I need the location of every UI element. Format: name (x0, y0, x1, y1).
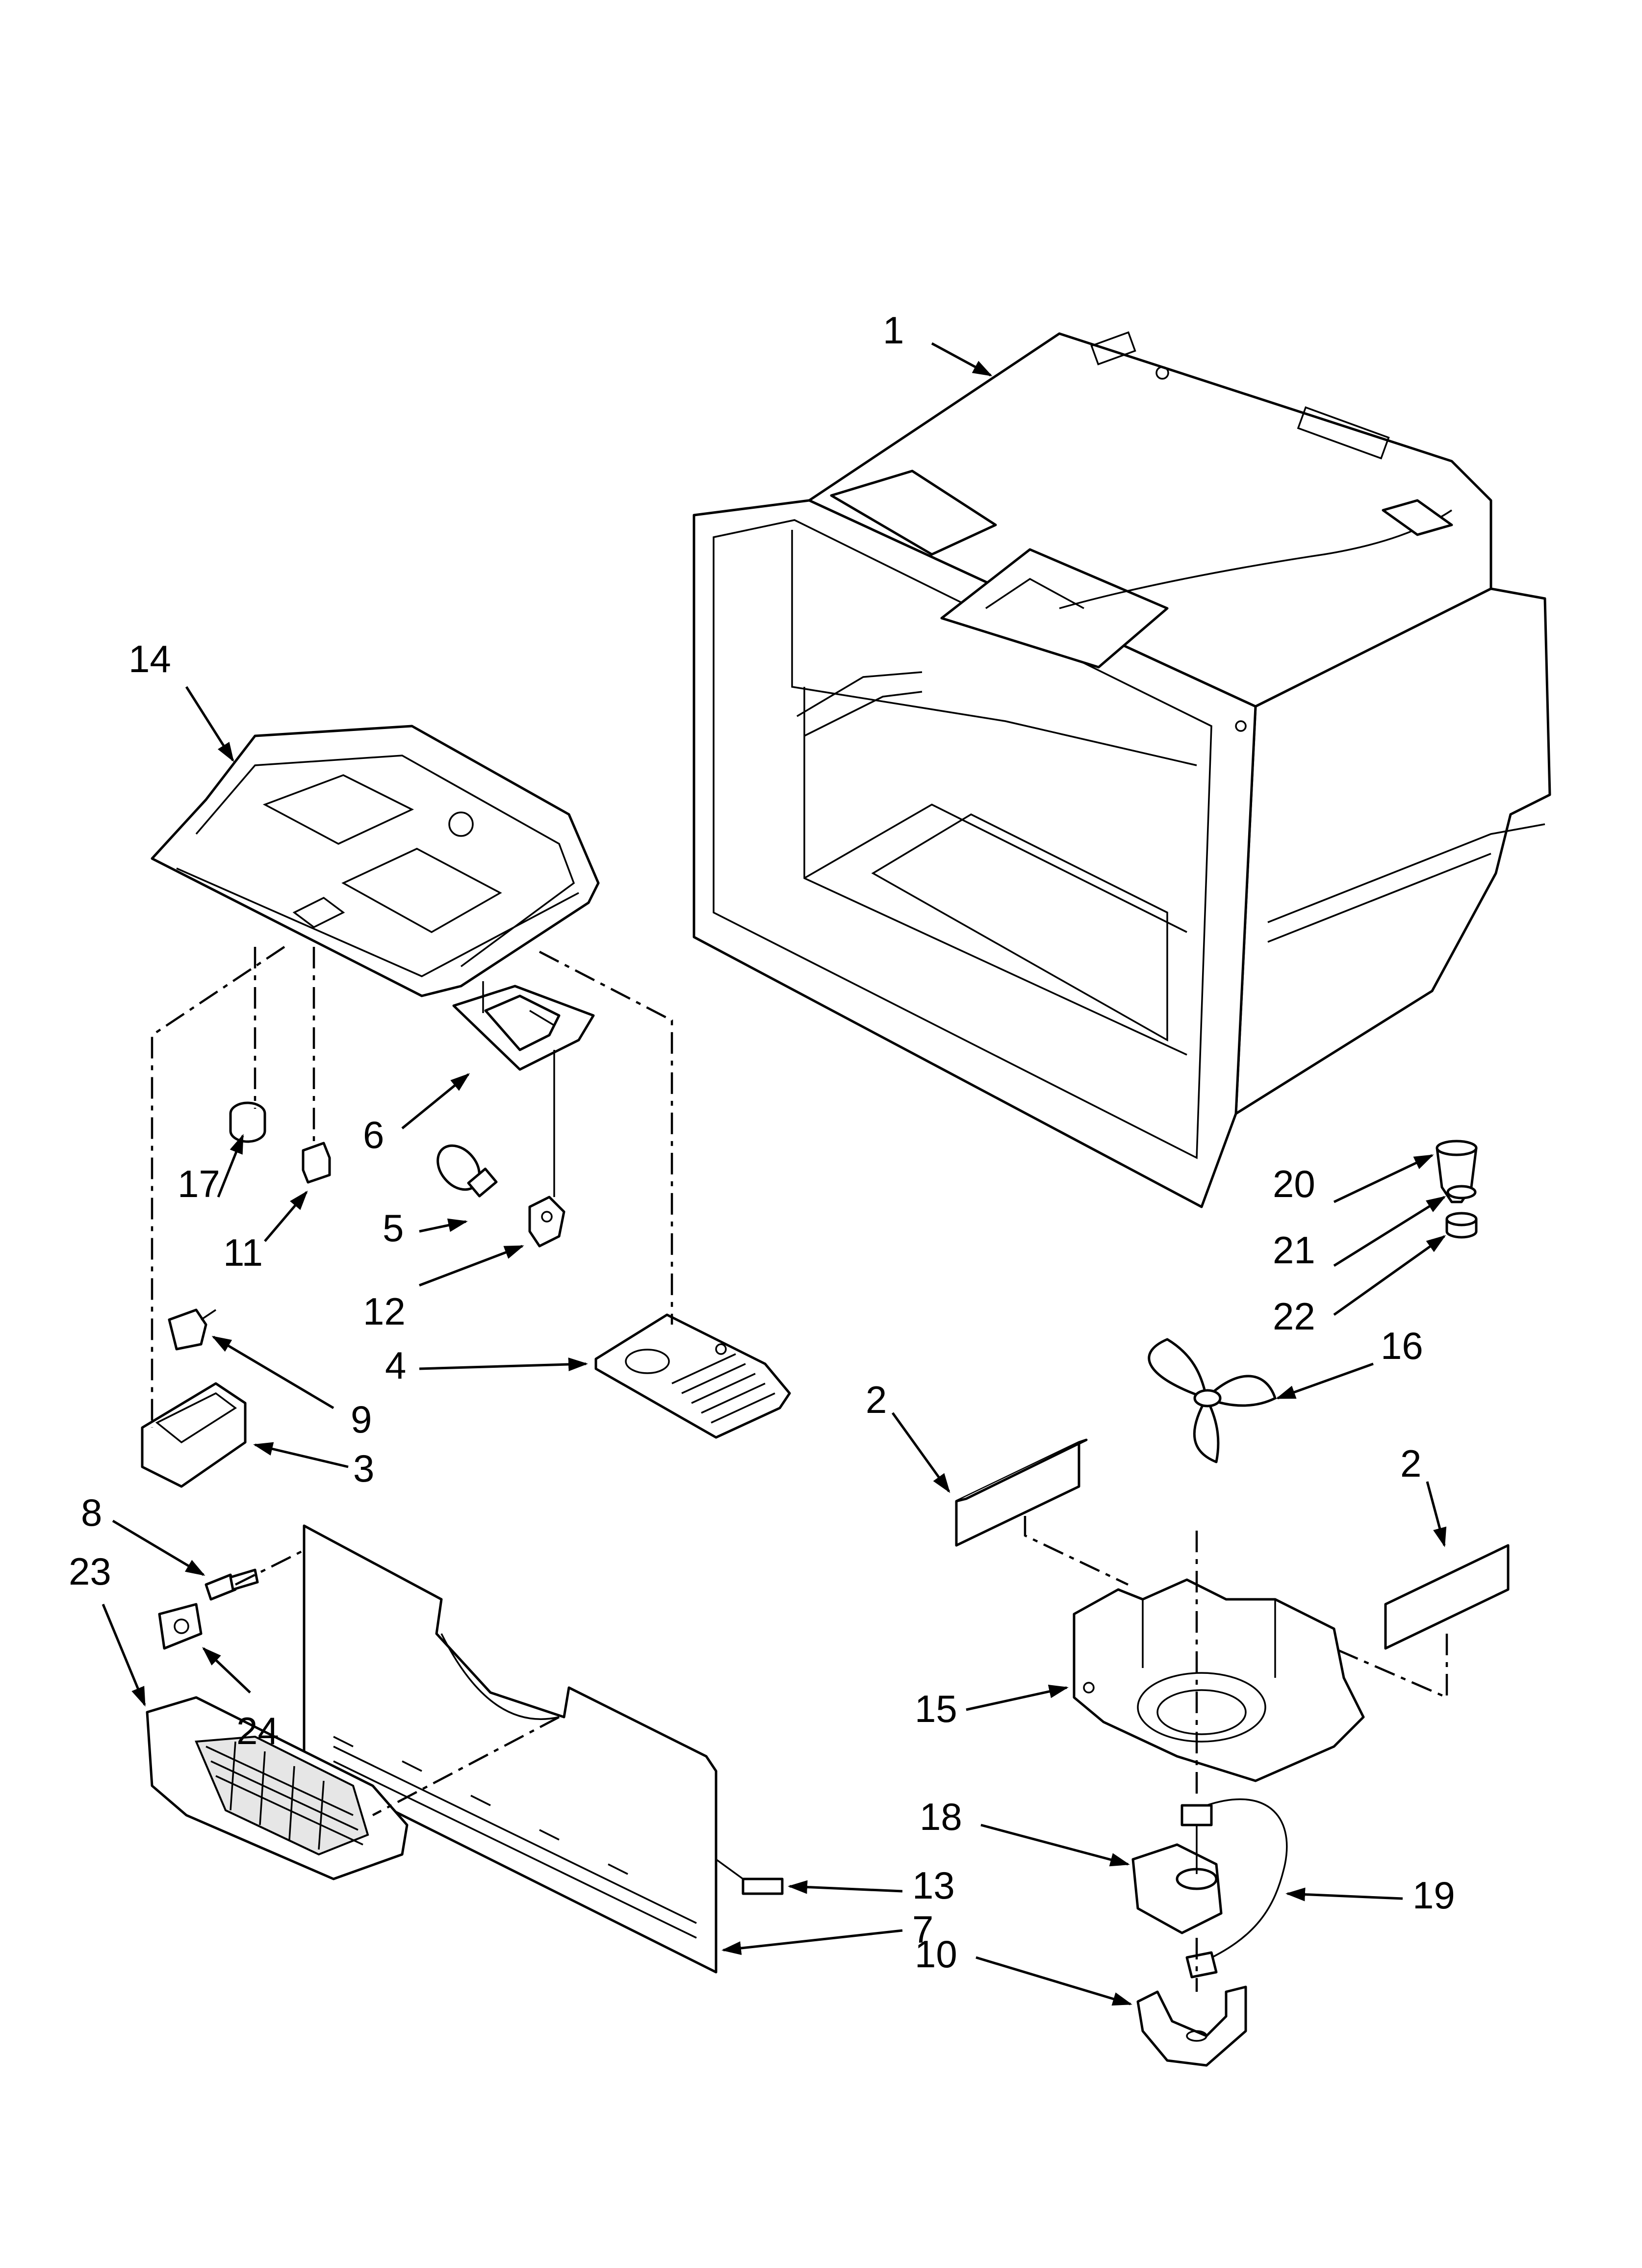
part-14-control-housing (151, 725, 600, 997)
part-3-control-bracket (141, 1382, 247, 1488)
part-5-light-bulb (436, 1144, 498, 1198)
part-9-thermostat (168, 1308, 216, 1351)
callout-9: 9 (351, 1398, 372, 1441)
callout-19: 19 (1412, 1874, 1455, 1917)
part-23-grille (146, 1696, 409, 1880)
callout-10: 10 (915, 1932, 957, 1976)
callout-1: 1 (883, 309, 904, 352)
callout-labels: 1 2 2 3 4 5 6 7 8 9 10 11 12 13 14 15 16… (69, 309, 1455, 1976)
callout-16: 16 (1381, 1324, 1423, 1367)
part-18-evaporator-fan-motor (1131, 1804, 1223, 1934)
part-1-freezer-liner (693, 331, 1551, 1208)
callout-24: 24 (236, 1709, 279, 1752)
part-24-clip (158, 1603, 203, 1650)
leader-lines (102, 342, 1447, 2006)
part-11-switch (302, 1142, 331, 1184)
callout-4: 4 (385, 1344, 406, 1387)
part-12-lamp-socket (528, 1196, 565, 1248)
callout-12: 12 (363, 1290, 406, 1333)
callout-7: 7 (912, 1908, 933, 1951)
callout-2-left: 2 (866, 1378, 887, 1421)
part-13-gasket-strip (715, 1858, 784, 1895)
part-2-insulation-pad-left (955, 1438, 1088, 1547)
callout-14: 14 (128, 637, 171, 680)
part-8-screw (205, 1568, 259, 1601)
part-17-knob (229, 1101, 266, 1143)
part-2-insulation-pad-right (1384, 1544, 1510, 1650)
callout-6: 6 (363, 1113, 384, 1156)
callout-22: 22 (1273, 1295, 1315, 1338)
part-7-rear-panel (303, 1524, 718, 1974)
part-19-wire-harness (1185, 1798, 1288, 1979)
part-15-fan-shroud (1073, 1578, 1365, 1782)
assembly-lines (151, 946, 1448, 1992)
callout-11: 11 (223, 1231, 263, 1274)
part-16-fan-blade (1148, 1338, 1277, 1463)
callout-23: 23 (69, 1550, 111, 1593)
part-22-drain-cap (1445, 1212, 1478, 1239)
callout-18: 18 (920, 1795, 962, 1838)
callout-20: 20 (1273, 1162, 1315, 1205)
callout-2-right: 2 (1400, 1442, 1421, 1485)
part-6-lamp-cover (452, 985, 595, 1071)
callout-5: 5 (383, 1206, 404, 1250)
part-4-light-shield (594, 1313, 791, 1439)
callout-3: 3 (353, 1447, 374, 1490)
callout-13: 13 (912, 1864, 955, 1907)
callout-17: 17 (178, 1162, 220, 1205)
callout-21: 21 (1273, 1228, 1315, 1272)
part-21-gasket (1446, 1185, 1477, 1199)
callout-8: 8 (81, 1491, 102, 1534)
part-10-motor-bracket (1136, 1985, 1247, 2067)
callout-15: 15 (915, 1687, 957, 1730)
